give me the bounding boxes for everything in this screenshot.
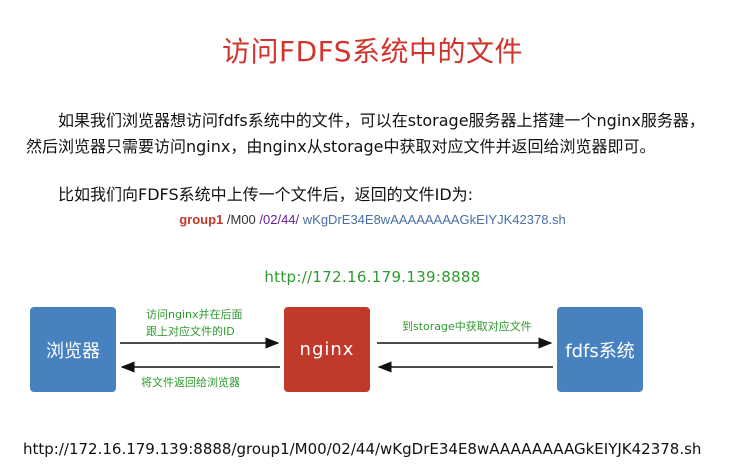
fdfs-node: fdfs系统	[557, 307, 643, 392]
intro-line: 比如我们向FDFS系统中上传一个文件后，返回的文件ID为:	[58, 185, 474, 204]
page-title: 访问FDFS系统中的文件	[221, 35, 524, 68]
browser-request-note: 访问nginx并在后面 跟上对应文件的ID	[146, 306, 243, 340]
return-file-note: 将文件返回给浏览器	[141, 376, 240, 389]
description-paragraph: 如果我们浏览器想访问fdfs系统中的文件，可以在storage服务器上搭建一个n…	[26, 108, 726, 160]
browser-request-note-line-2: 跟上对应文件的ID	[146, 325, 235, 338]
file-id-example: group1 /M00 /02/44/ wKgDrE34E8wAAAAAAAAG…	[0, 212, 745, 227]
paragraph-line-1: 如果我们浏览器想访问fdfs系统中的文件，可以在storage服务器上搭建一个n…	[58, 111, 705, 130]
nginx-url: http://172.16.179.139:8888	[264, 268, 481, 286]
storage-fetch-note: 到storage中获取对应文件	[402, 320, 532, 333]
file-id-name: wKgDrE34E8wAAAAAAAAGkEIYJK42378.sh	[299, 212, 566, 227]
nginx-node: nginx	[284, 307, 370, 392]
file-id-group: group1	[179, 212, 224, 227]
paragraph-line-2: 然后浏览器只需要访问nginx，由nginx从storage中获取对应文件并返回…	[26, 137, 656, 156]
file-id-volume: /M00	[223, 212, 260, 227]
full-file-url: http://172.16.179.139:8888/group1/M00/02…	[23, 440, 702, 458]
browser-node: 浏览器	[30, 307, 116, 392]
file-id-dirs: /02/44/	[259, 212, 300, 227]
browser-request-note-line-1: 访问nginx并在后面	[146, 308, 243, 321]
